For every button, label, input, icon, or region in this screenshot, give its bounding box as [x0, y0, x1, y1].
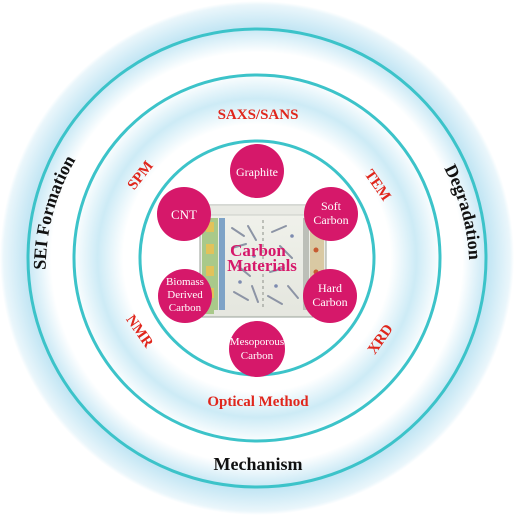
carbon-materials-title-line2: Materials	[227, 256, 297, 275]
hard-carbon-node: Hard Carbon	[303, 269, 357, 323]
middle-ring	[72, 73, 442, 443]
biomass-carbon-node-label-2: Derived	[167, 289, 203, 301]
mesoporous-carbon-node-label-1: Mesoporous	[230, 336, 284, 348]
soft-carbon-node: Soft Carbon	[304, 187, 358, 241]
cnt-node-label: CNT	[171, 207, 197, 222]
hard-carbon-node-label-1: Hard	[318, 281, 342, 295]
soft-carbon-node-label-1: Soft	[321, 199, 342, 213]
biomass-derived-carbon-node: Biomass Derived Carbon	[158, 269, 212, 323]
soft-carbon-node-label-2: Carbon	[313, 213, 348, 227]
graphite-node-label: Graphite	[236, 165, 278, 179]
mesoporous-carbon-node-label-2: Carbon	[241, 350, 274, 362]
optical-method-label: Optical Method	[207, 394, 309, 410]
graphite-node: Graphite	[230, 144, 284, 198]
mechanism-label: Mechanism	[214, 454, 303, 474]
carbon-materials-title-line1: Carbon	[230, 241, 286, 260]
mesoporous-carbon-node: Mesoporous Carbon	[229, 321, 285, 377]
outer-ring	[26, 27, 488, 489]
cnt-node: CNT	[157, 187, 211, 241]
hard-carbon-node-label-2: Carbon	[312, 295, 347, 309]
saxs-sans-label: SAXS/SANS	[218, 107, 299, 123]
biomass-carbon-node-label-3: Carbon	[169, 302, 202, 314]
biomass-carbon-node-label-1: Biomass	[166, 276, 204, 288]
